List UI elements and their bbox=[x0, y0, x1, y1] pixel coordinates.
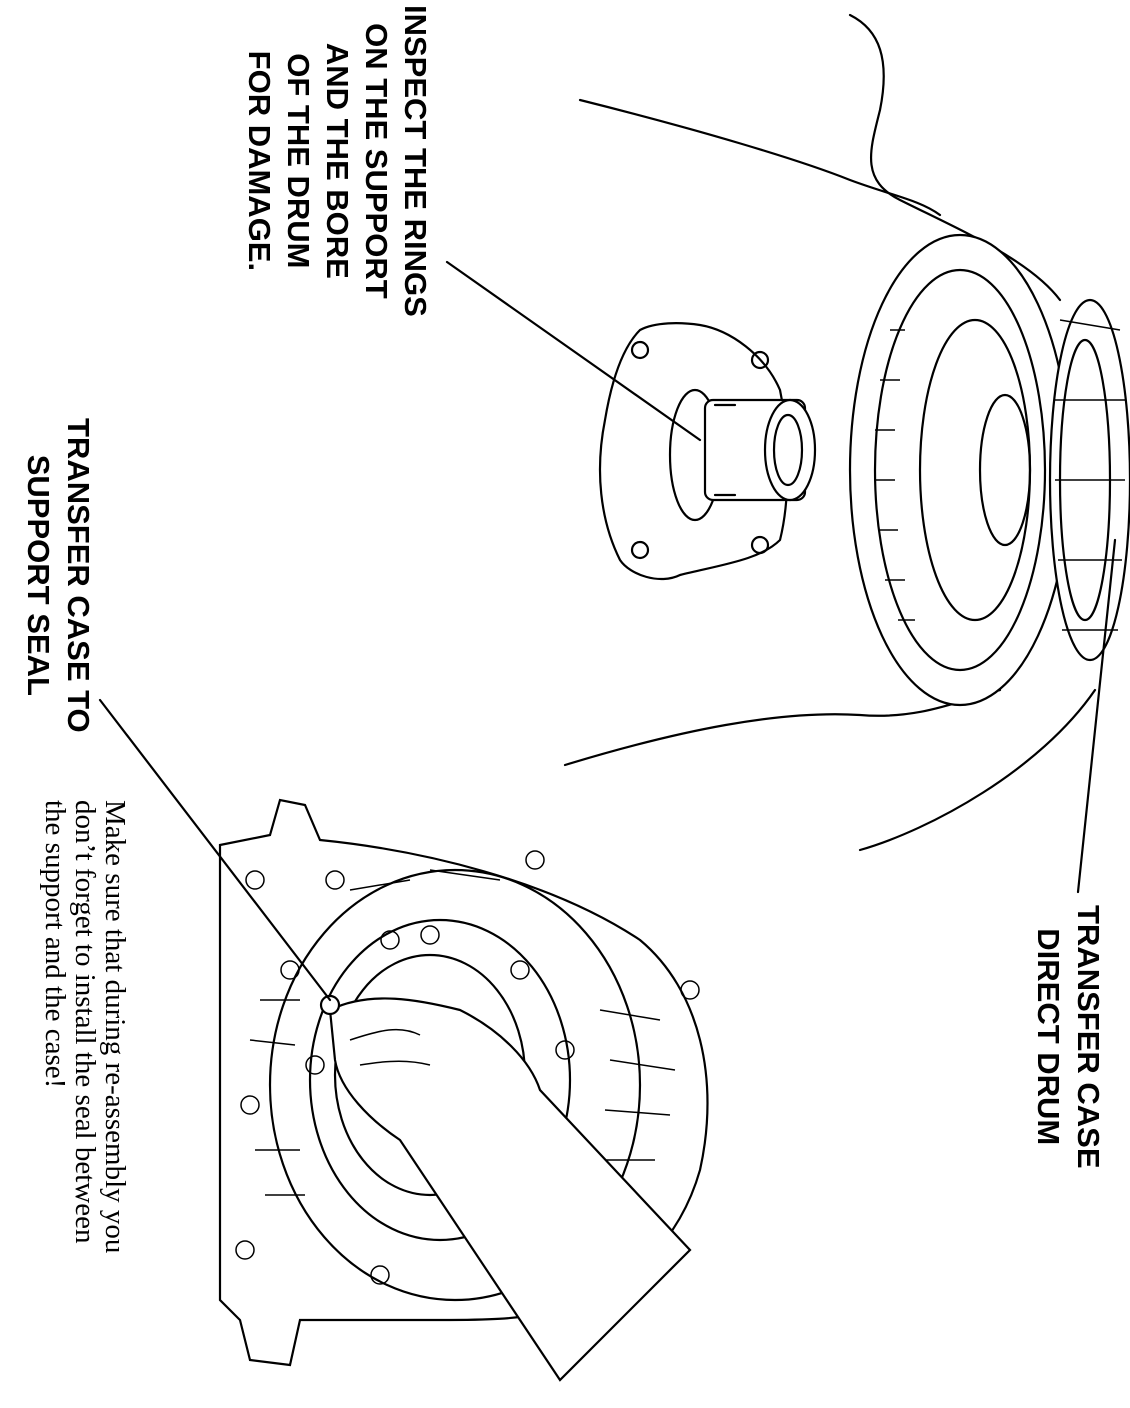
callout-line: TRANSFER CASE bbox=[1071, 905, 1106, 1169]
reassembly-note: Make sure that during re-assembly you do… bbox=[39, 800, 131, 1254]
callout-line: TRANSFER CASE TO bbox=[61, 418, 96, 733]
drum-spline-teeth bbox=[875, 329, 915, 621]
leader-support-seal bbox=[98, 698, 332, 1002]
leader-inspect-rings bbox=[445, 260, 702, 442]
callout-support-seal: TRANSFER CASE TO SUPPORT SEAL bbox=[18, 418, 98, 733]
callout-inspect-rings: INSPECT THE RINGS ON THE SUPPORT AND THE… bbox=[240, 5, 435, 317]
note-line: Make sure that during re-assembly you bbox=[99, 800, 131, 1254]
callout-line: SUPPORT SEAL bbox=[21, 454, 56, 696]
note-line: don’t forget to install the seal between bbox=[69, 800, 101, 1244]
callout-line: OF THE DRUM bbox=[281, 53, 316, 269]
callout-line: INSPECT THE RINGS bbox=[398, 5, 433, 317]
support-part bbox=[598, 322, 817, 580]
callout-direct-drum: TRANSFER CASE DIRECT DRUM bbox=[1028, 905, 1108, 1169]
callout-line: AND THE BORE bbox=[320, 42, 355, 279]
leader-direct-drum bbox=[1076, 538, 1117, 894]
callout-line: DIRECT DRUM bbox=[1031, 928, 1066, 1146]
hands-drum-group bbox=[563, 13, 1130, 852]
note-line: the support and the case! bbox=[39, 800, 71, 1089]
callout-line: FOR DAMAGE. bbox=[242, 50, 277, 272]
callout-line: ON THE SUPPORT bbox=[359, 23, 394, 299]
transfer-case-housing bbox=[218, 798, 709, 1382]
